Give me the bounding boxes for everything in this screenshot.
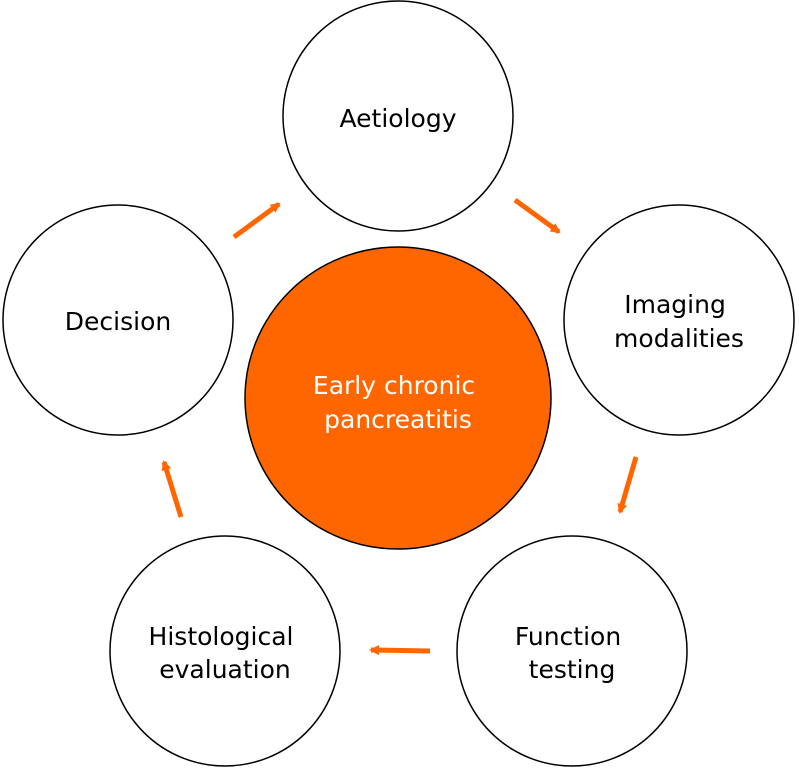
center-circle	[244, 246, 552, 550]
node-function-circle	[456, 535, 688, 767]
arrow-histological-to-decision	[161, 460, 184, 518]
arrow-function-to-histological	[369, 645, 431, 656]
node-imaging-circle	[563, 204, 795, 436]
node-aetiology-label: Aetiology	[340, 104, 457, 133]
node-histological-label-line-2: evaluation	[159, 655, 291, 684]
node-imaging-modalities: Imaging modalities	[563, 204, 795, 436]
node-function-label: Function testing	[515, 622, 629, 684]
node-histological-circle	[109, 535, 341, 767]
node-function-testing: Function testing	[456, 535, 688, 767]
node-imaging-label: Imaging modalities	[614, 290, 744, 353]
center-node: Early chronic pancreatitis	[244, 246, 552, 550]
node-function-label-line-2: testing	[529, 655, 616, 684]
node-histological-label: Histological evaluation	[149, 622, 302, 684]
node-decision-label-line-1: Decision	[65, 307, 171, 336]
arrow-imaging-to-function	[617, 456, 639, 514]
center-label-line-2: pancreatitis	[324, 405, 472, 434]
node-aetiology-circle	[282, 0, 514, 232]
node-histological-label-line-1: Histological	[149, 622, 294, 651]
center-label: Early chronic pancreatitis	[313, 371, 483, 434]
node-imaging-label-line-2: modalities	[614, 324, 744, 353]
node-histological-evaluation: Histological evaluation	[109, 535, 341, 767]
arrow-aetiology-to-imaging	[513, 197, 561, 235]
center-label-line-1: Early chronic	[313, 371, 475, 400]
cycle-arrows	[161, 197, 639, 656]
node-imaging-label-line-1: Imaging	[624, 290, 726, 319]
node-decision-label: Decision	[65, 307, 171, 336]
node-function-label-line-1: Function	[515, 622, 621, 651]
node-aetiology: Aetiology	[282, 0, 514, 232]
node-decision: Decision	[2, 204, 234, 436]
node-aetiology-label-line-1: Aetiology	[340, 104, 457, 133]
node-decision-circle	[2, 204, 234, 436]
arrow-decision-to-aetiology	[232, 201, 281, 240]
